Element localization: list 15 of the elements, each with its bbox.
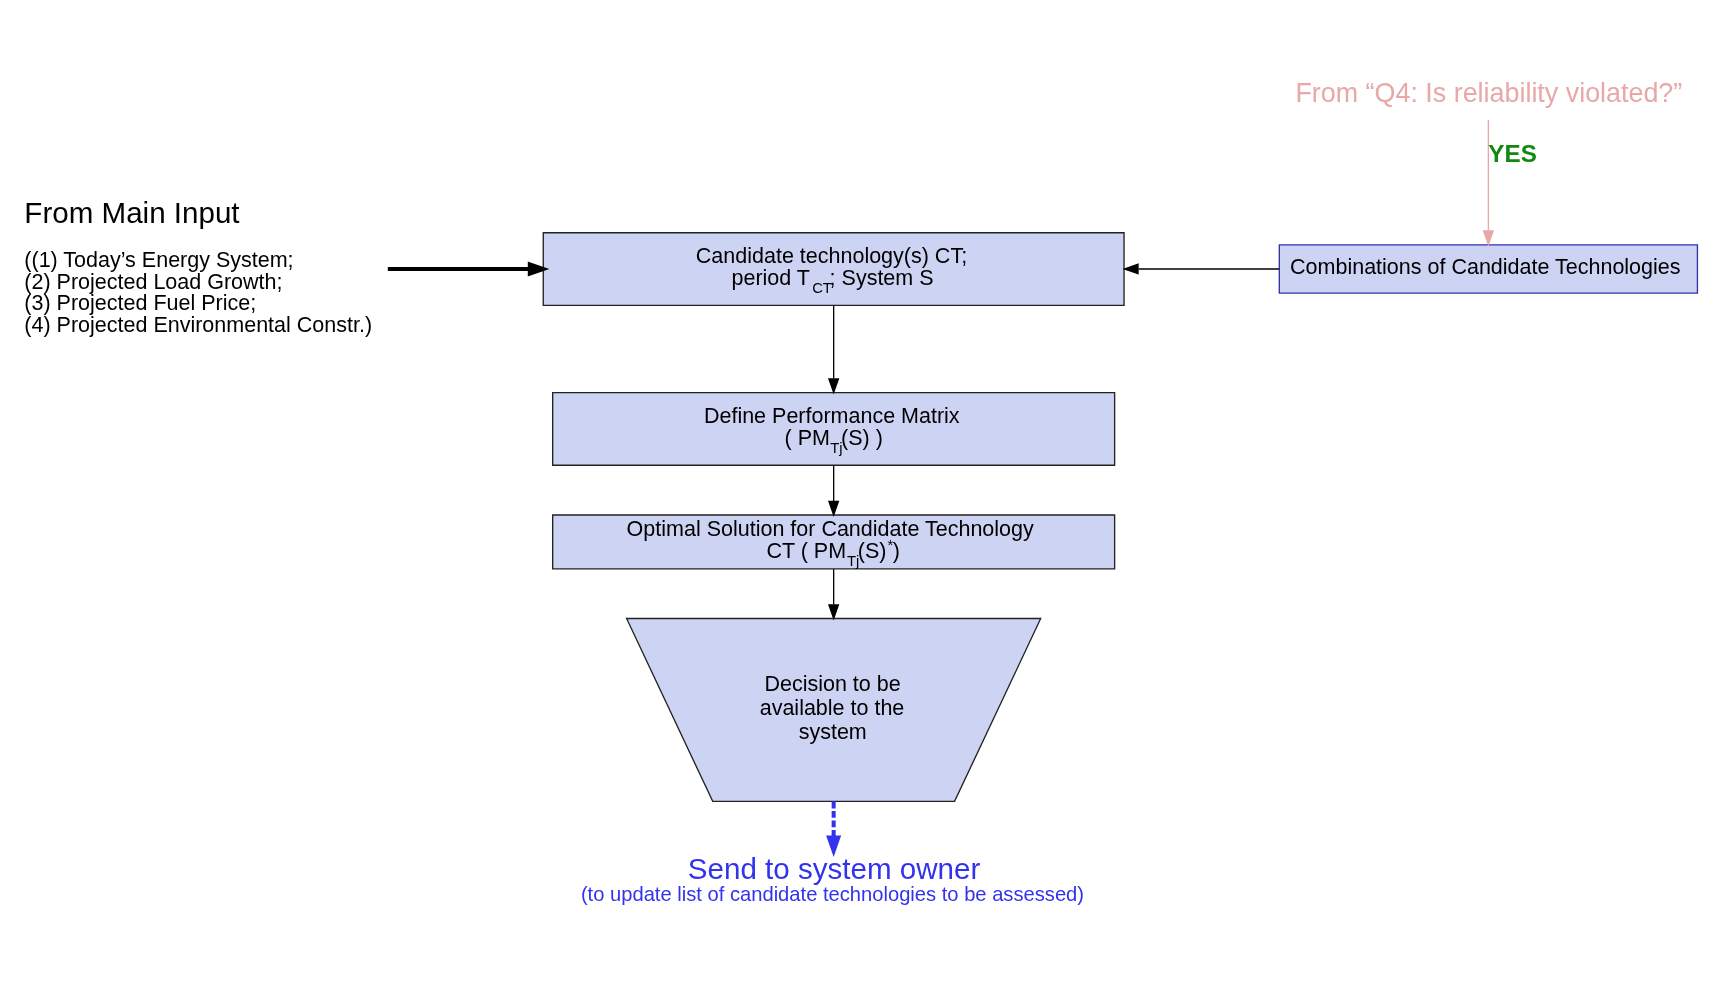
arrow <box>1482 118 1495 246</box>
arrow <box>1122 262 1280 275</box>
edge-label: YES <box>1488 139 1537 167</box>
node-text: From “Q4: Is reliability violated?” <box>1295 77 1683 108</box>
arrow <box>387 260 550 277</box>
node-box: Define Performance Matrix ( PM$_{Tj}$(S) ) <box>552 391 1116 466</box>
arrow <box>826 801 842 857</box>
arrow <box>828 304 840 394</box>
node-text: From Main Input ((1) Today’s Energy System; (2) Projected Load Growth; (3) Projected Fuel Price; (4) Projected Environmental Constr.) <box>24 195 373 337</box>
arrow <box>828 567 840 620</box>
arrow <box>828 464 840 517</box>
node-box: Candidate technology(s) CT; period T$_{CT}$; System S <box>542 231 1125 306</box>
node-text: Send to system owner (to update list of candidate technologies to be assessed) <box>580 851 1085 905</box>
node-box: Optimal Solution for Candidate Technology CT ( PM$_{Tj}$(S)$^{*}$) <box>552 513 1116 569</box>
node-box: Combinations of Candidate Technologies <box>1278 243 1699 294</box>
